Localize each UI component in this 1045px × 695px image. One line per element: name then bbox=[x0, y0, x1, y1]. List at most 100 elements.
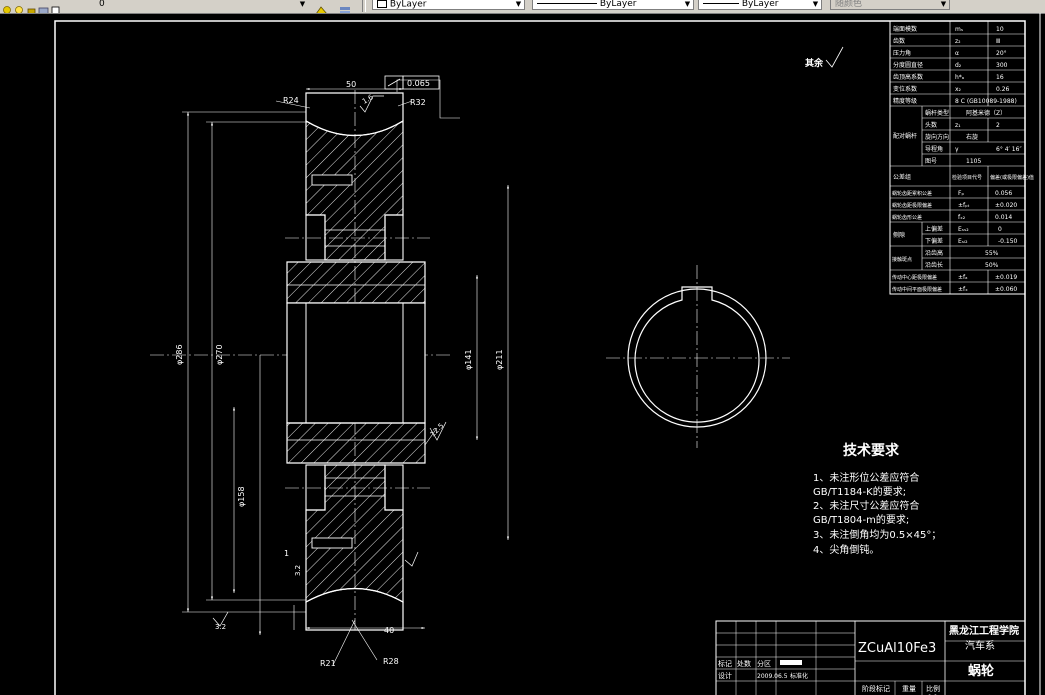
param-name: 变位系数 bbox=[893, 85, 917, 93]
roughness-symbol-icon bbox=[825, 46, 844, 68]
roughness-left-text: 3.2 bbox=[294, 565, 302, 576]
end-row-value: ±0.060 bbox=[995, 286, 1017, 293]
param-name: 端面模数 bbox=[893, 25, 917, 33]
param-value: Ⅲ bbox=[996, 38, 1000, 45]
param-symbol: α bbox=[955, 50, 959, 57]
tb-mark: 标记 bbox=[718, 659, 732, 668]
mating-name: 旋向方向 bbox=[925, 133, 949, 141]
plot-icon[interactable] bbox=[38, 0, 49, 13]
param-value: 0.26 bbox=[996, 86, 1010, 93]
color-dropdown[interactable]: ByLayer ▼ bbox=[372, 0, 525, 10]
dim-text-50: 50 bbox=[346, 80, 356, 89]
color-square-icon bbox=[50, 0, 61, 13]
dim-text-270: φ270 bbox=[215, 344, 224, 365]
param-value: 300 bbox=[996, 62, 1008, 69]
roughness-rim-text: 1.6 bbox=[361, 93, 375, 106]
tb-stage: 阶段标记 bbox=[862, 684, 890, 693]
hub-outer-circle bbox=[627, 288, 767, 428]
tol-value: 0.014 bbox=[995, 214, 1012, 221]
tol-name: 蜗轮齿距累积公差 bbox=[892, 190, 932, 197]
tb-designer: 设计 bbox=[718, 671, 732, 680]
leader-r21 bbox=[332, 619, 356, 666]
bolt-pocket-tl bbox=[305, 214, 326, 261]
param-name: 分度圆直径 bbox=[893, 61, 923, 69]
layer-value: 0 bbox=[99, 0, 105, 9]
school-text: 黑龙江工程学院 bbox=[949, 624, 1019, 637]
hub-top-section bbox=[286, 261, 426, 304]
drawing-canvas[interactable]: φ286 φ270 φ158 φ141 φ211 50 40 R24 R32 R… bbox=[0, 13, 1045, 695]
layer-previous-icon[interactable] bbox=[338, 0, 352, 13]
param-name: 压力角 bbox=[893, 49, 911, 57]
end-row-name: 传动中心距极限偏差 bbox=[892, 274, 937, 281]
plotstyle-dropdown[interactable]: 随颜色 ▼ bbox=[830, 0, 950, 10]
contact-label: 接触斑点 bbox=[892, 256, 912, 263]
mating-name: 导程角 bbox=[925, 145, 943, 153]
side-value: 0 bbox=[998, 226, 1002, 233]
layer-dropdown[interactable]: 0 ▼ bbox=[62, 0, 309, 10]
leader-r32 bbox=[397, 100, 413, 107]
dim-text-158: φ158 bbox=[237, 486, 246, 507]
mating-value: 阿基米德（Z） bbox=[966, 109, 1006, 117]
section-view: φ286 φ270 φ158 φ141 φ211 50 40 R24 R32 R… bbox=[150, 75, 510, 668]
gear-row-name: 公差组 bbox=[893, 173, 911, 181]
mating-symbol: γ bbox=[955, 146, 959, 153]
tb-date: 2009.06.5 bbox=[757, 673, 788, 680]
dim-text-r24: R24 bbox=[283, 96, 299, 105]
lineweight-sample bbox=[703, 3, 739, 4]
tech-line-4: GB/T1804-m的要求; bbox=[813, 513, 909, 526]
plotstyle-value: 随颜色 bbox=[835, 0, 863, 9]
contact-value: 50% bbox=[985, 262, 999, 269]
rim-top-section bbox=[305, 119, 404, 261]
side-symbol: Eₛᵢ₂ bbox=[958, 238, 968, 245]
linetype-dropdown[interactable]: ByLayer ▼ bbox=[532, 0, 694, 10]
tolerance-value: 0.065 bbox=[407, 79, 430, 88]
dim-text-141: φ141 bbox=[464, 349, 473, 370]
mating-name: 蜗杆类型 bbox=[925, 109, 949, 117]
lock-icon[interactable] bbox=[26, 0, 37, 13]
tol-symbol: fₓ₂ bbox=[958, 214, 966, 221]
freeze-icon[interactable] bbox=[14, 0, 25, 13]
layer-state-icon[interactable] bbox=[2, 0, 13, 13]
title-block: ZCuAl10Fe3 黑龙江工程学院 汽车系 蜗轮 标记 处数 分区 设计 20… bbox=[715, 620, 1026, 695]
lineweight-value: ByLayer bbox=[741, 0, 779, 9]
drawing-border bbox=[54, 20, 1026, 695]
tol-name: 蜗轮齿距极限偏差 bbox=[892, 202, 932, 209]
chevron-down-icon: ▼ bbox=[684, 0, 691, 8]
signature-stamp bbox=[780, 660, 802, 665]
tech-title: 技术要求 bbox=[843, 442, 900, 459]
param-symbol: h*ₐ bbox=[955, 74, 964, 81]
threaded-hole-top bbox=[311, 174, 353, 186]
mating-value: 6° 4′ 16″ bbox=[996, 146, 1022, 153]
dim-text-r28: R28 bbox=[383, 657, 399, 666]
mating-label: 配对蜗杆 bbox=[893, 132, 917, 140]
param-name: 齿顶高系数 bbox=[893, 73, 923, 81]
linetype-sample bbox=[537, 3, 597, 4]
tol-value: ±0.020 bbox=[995, 202, 1017, 209]
side-value: -0.150 bbox=[998, 238, 1018, 245]
param-value: 16 bbox=[996, 74, 1004, 81]
contact-value: 55% bbox=[985, 250, 999, 257]
mating-value: 1105 bbox=[966, 158, 981, 165]
properties-toolbar: 0 ▼ ByLayer ▼ ByLayer ▼ ByLayer ▼ 随颜色 ▼ bbox=[0, 0, 1045, 14]
end-row-symbol: ±fₓ bbox=[958, 286, 968, 293]
tol-symbol: ±fₚₜ bbox=[958, 202, 970, 209]
tech-line-2: GB/T1184-K的要求; bbox=[813, 485, 906, 498]
end-row-value: ±0.019 bbox=[995, 274, 1017, 281]
param-name: 精度等级 bbox=[893, 97, 917, 105]
make-current-layer-icon[interactable] bbox=[315, 0, 329, 13]
tb-count: 处数 bbox=[737, 659, 751, 668]
mating-value: 2 bbox=[996, 122, 1000, 129]
side-name: 下偏差 bbox=[925, 237, 943, 245]
tb-zone: 分区 bbox=[757, 659, 771, 668]
bore bbox=[286, 302, 426, 424]
roughness-leader-hub bbox=[424, 427, 438, 446]
threaded-hole-bottom bbox=[311, 537, 353, 549]
toolbar-separator bbox=[362, 0, 366, 12]
param-value: 20° bbox=[996, 50, 1007, 57]
end-row-symbol: ±fₐ bbox=[958, 274, 968, 281]
mating-symbol: z₁ bbox=[955, 122, 961, 129]
lineweight-dropdown[interactable]: ByLayer ▼ bbox=[698, 0, 822, 10]
rim-bottom-crown bbox=[305, 588, 404, 631]
contact-name: 沿齿长 bbox=[925, 261, 943, 269]
color-swatch bbox=[377, 0, 387, 8]
